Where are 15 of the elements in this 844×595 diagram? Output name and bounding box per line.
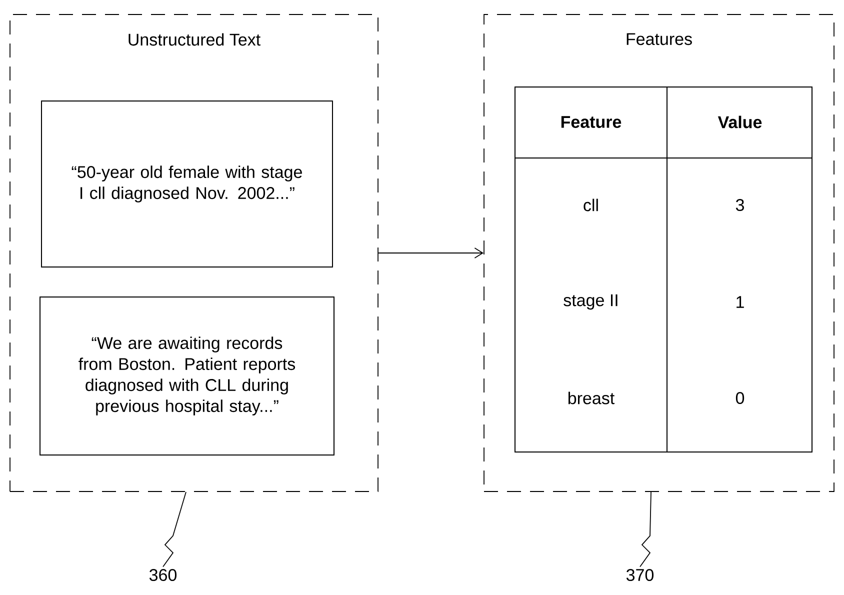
table-cell: cll — [584, 198, 598, 212]
table-cell: stage II — [564, 294, 618, 310]
table-cell: Feature — [561, 116, 622, 128]
table-cell: Value — [718, 116, 762, 128]
arrow — [378, 248, 484, 258]
table-cell: 3 — [736, 198, 744, 212]
leader-line — [640, 492, 652, 568]
table-cell: 0 — [736, 392, 744, 404]
table-cell: 1 — [736, 296, 744, 308]
text-box: “50-year old female with stage I cll diagnosed Nov. 2002...” — [41, 100, 333, 268]
reference-number: 370 — [626, 568, 654, 582]
table-cell: breast — [568, 392, 614, 404]
text-box: “We are awaiting records from Boston. Patient reports diagnosed with CLL during previous hospital stay...” — [40, 296, 334, 456]
reference-number: 360 — [149, 568, 177, 582]
leader-line — [162, 492, 186, 568]
